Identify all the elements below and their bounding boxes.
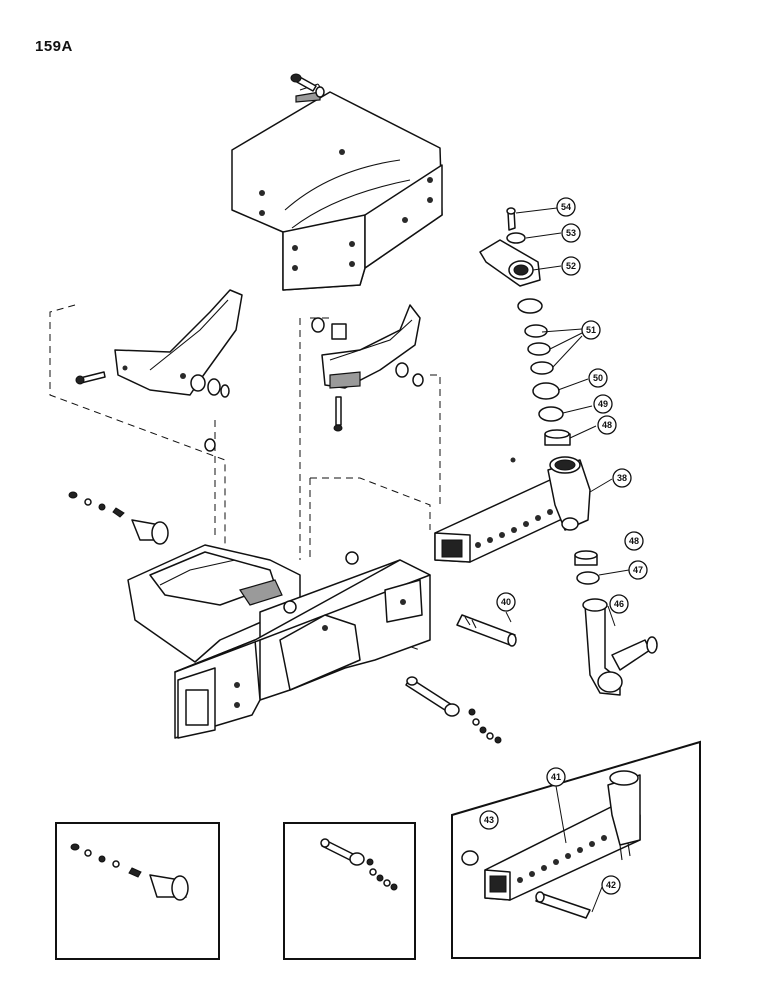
callout-41: 41 [546, 767, 566, 787]
inset-box-middle [283, 822, 416, 960]
svg-text:47: 47 [633, 565, 643, 575]
callout-48-lower: 48 [624, 531, 644, 551]
housing-bolt [290, 73, 325, 98]
svg-text:43: 43 [484, 815, 494, 825]
callout-38: 38 [612, 468, 632, 488]
callout-53: 53 [561, 223, 581, 243]
callout-43: 43 [479, 810, 499, 830]
callout-54: 54 [556, 197, 576, 217]
callout-46: 46 [609, 594, 629, 614]
svg-text:49: 49 [598, 399, 608, 409]
svg-text:54: 54 [561, 202, 571, 212]
svg-text:52: 52 [566, 261, 576, 271]
callout-47: 47 [628, 560, 648, 580]
pivot-pin-hardware [68, 438, 516, 565]
callout-52: 52 [561, 256, 581, 276]
lower-pin-hardware [405, 676, 502, 744]
callout-40: 40 [496, 592, 516, 612]
svg-text:46: 46 [614, 599, 624, 609]
front-axle-support-frame [127, 544, 431, 739]
callout-48-upper: 48 [597, 415, 617, 435]
svg-text:42: 42 [606, 880, 616, 890]
steering-spindle-46 [574, 550, 658, 696]
svg-text:50: 50 [593, 373, 603, 383]
callout-49: 49 [593, 394, 613, 414]
left-support-bracket [75, 289, 243, 398]
page-number: 159A [35, 38, 73, 55]
inset-box-right [451, 740, 701, 959]
center-support-bracket [311, 304, 424, 432]
svg-text:38: 38 [617, 473, 627, 483]
callout-51: 51 [581, 320, 601, 340]
callout-42: 42 [601, 875, 621, 895]
steering-arm-stack [479, 207, 571, 446]
svg-text:40: 40 [501, 597, 511, 607]
callout-50: 50 [588, 368, 608, 388]
svg-text:53: 53 [566, 228, 576, 238]
svg-text:51: 51 [586, 325, 596, 335]
svg-text:48: 48 [602, 420, 612, 430]
leader-lines [505, 207, 630, 913]
svg-text:48: 48 [629, 536, 639, 546]
pivot-pin-40 [456, 614, 517, 647]
front-bolster-housing [231, 83, 443, 291]
inset-box-left [55, 822, 220, 960]
svg-text:41: 41 [551, 772, 561, 782]
axle-extension-38 [434, 456, 591, 563]
